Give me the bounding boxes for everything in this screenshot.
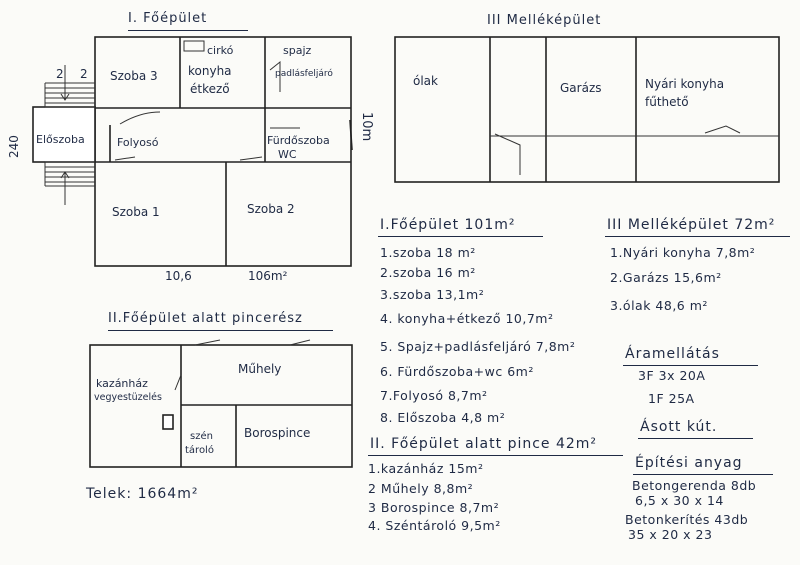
list-outbuilding-item: 3.ólak 48,6 m² (610, 298, 708, 313)
room-nyari-konyha: Nyári konyha (645, 77, 725, 91)
list-cellar-item: 1.kazánház 15m² (368, 461, 484, 476)
outbuilding-title: III Melléképület (487, 13, 602, 28)
materials-title: Építési anyag (635, 455, 743, 471)
electric-item: 3F 3x 20A (638, 368, 706, 383)
room-wc: WC (278, 148, 297, 161)
dim-right-side: 10m (359, 112, 374, 142)
room-szoba1: Szoba 1 (112, 205, 160, 219)
list-main-item: 6. Fürdőszoba+wc 6m² (380, 364, 534, 379)
room-eloszoba: Előszoba (36, 133, 85, 146)
outbuilding-plan (394, 36, 780, 183)
list-cellar-item: 3 Borospince 8,7m² (368, 500, 500, 515)
list-main-underline (378, 236, 543, 237)
main-floor-plan (32, 36, 353, 267)
list-outbuilding-item: 2.Garázs 15,6m² (610, 270, 722, 285)
room-vegyestuzeles: vegyestüzelés (94, 392, 162, 403)
list-main-item: 4. konyha+étkező 10,7m² (380, 311, 554, 326)
main-floor-title-underline (128, 30, 248, 31)
electric-title: Áramellátás (625, 346, 720, 362)
room-etkezo: étkező (190, 82, 230, 96)
list-cellar-item: 4. Széntároló 9,5m² (368, 518, 501, 533)
materials-item: Betongerenda 8db (632, 478, 757, 493)
room-tarolo: tároló (185, 445, 214, 456)
list-outbuilding-title: III Melléképület 72m² (607, 217, 776, 233)
electric-underline (623, 365, 758, 366)
list-main-title: I.Főépület 101m² (380, 217, 516, 233)
room-garazs: Garázs (560, 81, 602, 95)
list-main-item: 7.Folyosó 8,7m² (380, 388, 488, 403)
room-kazanhaz: kazánház (96, 377, 148, 390)
room-folyoso: Folyosó (117, 136, 159, 149)
well-note: Ásott kút. (640, 419, 718, 435)
dim-bottom-area: 106m² (248, 269, 288, 283)
list-main-item: 5. Spajz+padlásfeljáró 7,8m² (380, 339, 576, 354)
room-muhely: Műhely (238, 362, 282, 376)
materials-item: 6,5 x 30 x 14 (635, 493, 724, 508)
room-szen: szén (190, 431, 213, 442)
materials-item: Betonkerítés 43db (625, 512, 749, 527)
list-cellar-title: II. Főépület alatt pince 42m² (370, 436, 598, 452)
main-floor-title: I. Főépület (128, 11, 208, 26)
room-olak: ólak (413, 74, 438, 88)
dim-left-side: 240 (7, 135, 21, 158)
cellar-title-underline (108, 330, 333, 331)
cellar-title: II.Főépület alatt pincerész (108, 311, 303, 326)
room-furdoszoba: Fürdőszoba (267, 134, 330, 147)
list-main-item: 2.szoba 16 m² (380, 265, 476, 280)
room-spajz: spajz (283, 44, 312, 57)
list-outbuilding-underline (605, 236, 790, 237)
cellar-plan (89, 339, 353, 468)
materials-underline (633, 474, 773, 475)
list-main-item: 3.szoba 13,1m² (380, 287, 485, 302)
list-cellar-underline (368, 455, 623, 456)
electric-item: 1F 25A (648, 391, 695, 406)
room-cirko: cirkó (207, 44, 234, 57)
room-szoba2: Szoba 2 (247, 202, 295, 216)
list-main-item: 1.szoba 18 m² (380, 245, 476, 260)
dim-left-top-2: 2 (80, 67, 88, 81)
room-padlasfeljaro: padlásfeljáró (275, 69, 333, 79)
room-borospince: Borospince (244, 426, 311, 440)
dim-left-top: 2 (56, 67, 64, 81)
room-konyha: konyha (188, 64, 232, 78)
list-cellar-item: 2 Műhely 8,8m² (368, 481, 474, 496)
list-outbuilding-item: 1.Nyári konyha 7,8m² (610, 245, 756, 260)
room-szoba3: Szoba 3 (110, 69, 158, 83)
telek-area: Telek: 1664m² (86, 486, 199, 502)
dim-bottom-width: 10,6 (165, 269, 192, 283)
materials-item: 35 x 20 x 23 (628, 527, 713, 542)
well-underline (638, 438, 753, 439)
room-futheto: fűthető (645, 95, 689, 109)
list-main-item: 8. Előszoba 4,8 m² (380, 410, 506, 425)
